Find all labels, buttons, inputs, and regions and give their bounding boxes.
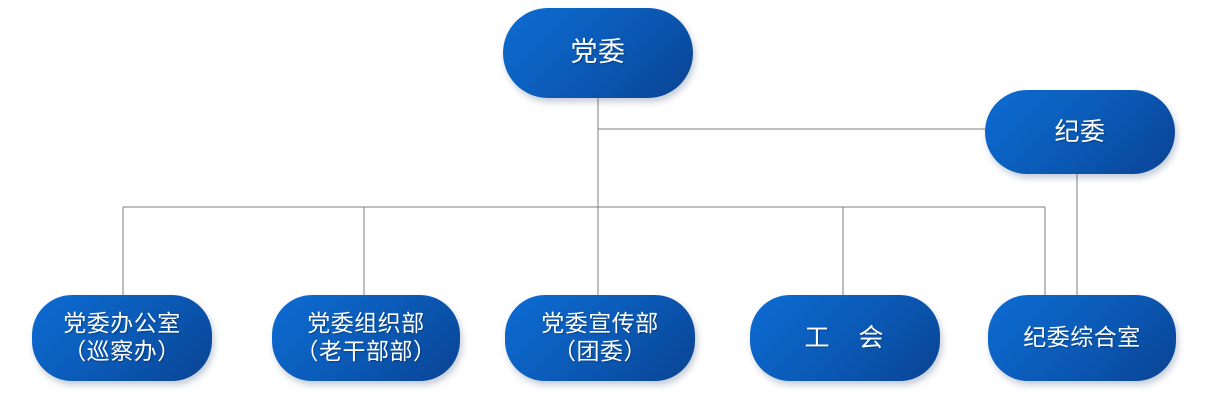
node-party-committee[interactable]: 党委	[503, 8, 693, 98]
node-labor-union-label: 工 会	[804, 322, 886, 352]
node-party-office[interactable]: 党委办公室 （巡察办）	[32, 295, 212, 381]
node-party-committee-label: 党委	[570, 36, 626, 68]
node-discipline-committee[interactable]: 纪委	[985, 90, 1175, 174]
node-labor-union[interactable]: 工 会	[750, 295, 940, 381]
node-discipline-office-label: 纪委综合室	[1023, 324, 1141, 351]
node-discipline-committee-label: 纪委	[1054, 116, 1106, 146]
node-org-department-label: 党委组织部 （老干部部）	[295, 310, 437, 365]
node-discipline-office[interactable]: 纪委综合室	[988, 295, 1176, 381]
node-party-office-label: 党委办公室 （巡察办）	[63, 310, 181, 365]
node-org-department[interactable]: 党委组织部 （老干部部）	[272, 295, 460, 381]
node-propaganda-department-label: 党委宣传部 （团委）	[541, 310, 659, 365]
node-propaganda-department[interactable]: 党委宣传部 （团委）	[505, 295, 695, 381]
